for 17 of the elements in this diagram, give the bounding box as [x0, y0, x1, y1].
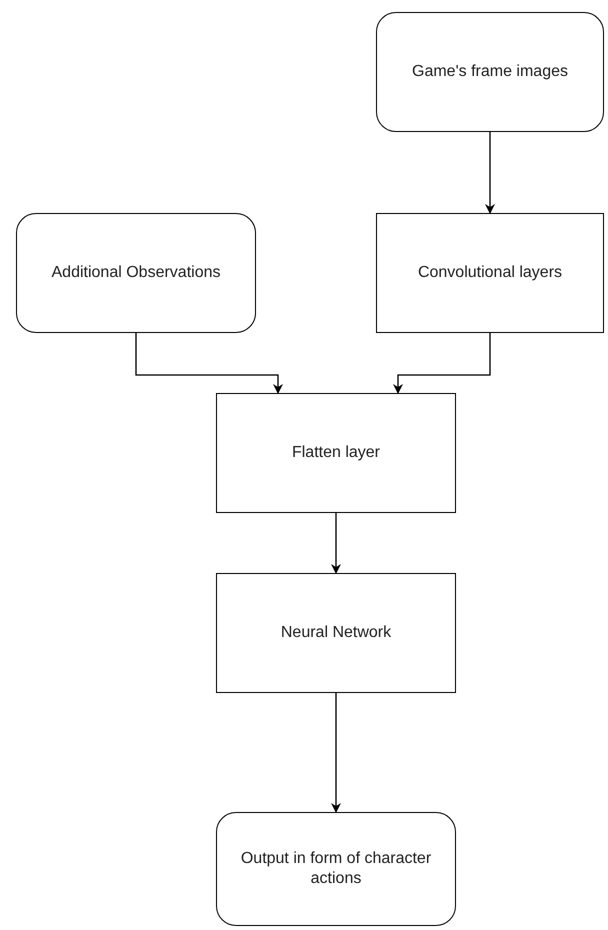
node-label: Game's frame images — [412, 62, 568, 82]
process-box — [376, 213, 604, 333]
arrow — [331, 513, 341, 574]
node-label: Convolutional layers — [418, 263, 562, 283]
node-label: Output in form of character actions — [240, 849, 432, 889]
node-label: Flatten layer — [292, 443, 380, 463]
rounded-box — [16, 213, 256, 333]
rounded-box — [216, 812, 456, 926]
node-label: Additional Observations — [52, 263, 220, 283]
arrow — [135, 333, 283, 394]
process-box — [216, 393, 456, 513]
arrow — [393, 333, 491, 394]
node-label: Neural Network — [280, 623, 392, 643]
rounded-box — [376, 12, 604, 132]
process-box — [216, 573, 456, 693]
arrow — [331, 693, 341, 813]
arrow — [485, 132, 495, 214]
